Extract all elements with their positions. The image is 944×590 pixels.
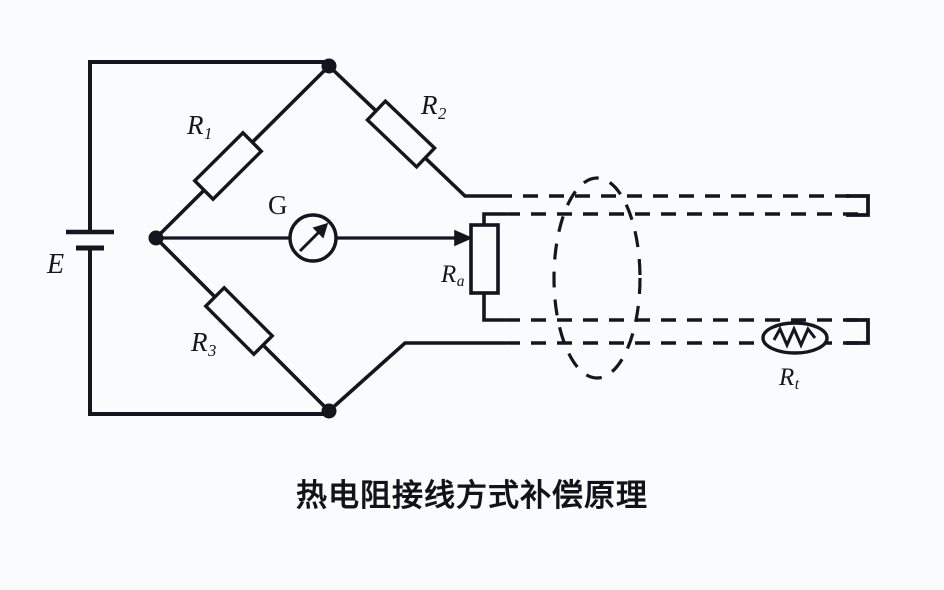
terminal-brackets bbox=[846, 194, 870, 345]
label-r1-symbol: R bbox=[187, 110, 204, 140]
bridge-arm-r3 bbox=[154, 236, 331, 413]
label-r2-symbol: R bbox=[421, 90, 438, 120]
galvanometer-branch bbox=[156, 213, 473, 263]
label-rt: Rt bbox=[779, 365, 799, 393]
bridge-arm-r1 bbox=[154, 64, 331, 240]
label-galvanometer-symbol: G bbox=[268, 190, 288, 220]
label-galvanometer-g: G bbox=[268, 192, 288, 219]
resistor-ra bbox=[469, 212, 505, 322]
label-r2: R2 bbox=[421, 92, 446, 122]
label-ra-symbol: R bbox=[441, 261, 457, 288]
label-source-e: E bbox=[47, 251, 64, 279]
label-source-e-symbol: E bbox=[47, 249, 65, 280]
bridge-arm-r2 bbox=[327, 64, 497, 198]
label-r2-sub: 2 bbox=[438, 103, 447, 123]
terminal-bracket-bottom bbox=[846, 318, 870, 345]
label-r3-sub: 3 bbox=[208, 340, 217, 360]
terminal-bracket-top bbox=[846, 194, 870, 217]
cable-conductors bbox=[497, 194, 862, 345]
node-top bbox=[321, 58, 337, 74]
label-r1-sub: 1 bbox=[204, 123, 213, 143]
label-rt-symbol: R bbox=[779, 364, 795, 391]
label-ra-sub: a bbox=[456, 273, 465, 291]
battery-symbol bbox=[66, 229, 114, 251]
label-r3: R3 bbox=[191, 329, 216, 359]
junction-dots bbox=[148, 58, 337, 419]
figure-caption: 热电阻接线方式补偿原理 bbox=[296, 478, 648, 514]
cable-shield-ellipse bbox=[552, 176, 642, 380]
node-bottom bbox=[321, 403, 337, 419]
label-rt-sub: t bbox=[794, 376, 800, 394]
label-r1: R1 bbox=[187, 112, 212, 142]
label-r3-symbol: R bbox=[191, 327, 208, 357]
thermal-resistor-rt bbox=[761, 321, 829, 355]
bottom-lead bbox=[327, 341, 505, 413]
label-ra: Ra bbox=[441, 262, 465, 290]
node-left bbox=[148, 230, 164, 246]
supply-rail bbox=[88, 60, 329, 416]
